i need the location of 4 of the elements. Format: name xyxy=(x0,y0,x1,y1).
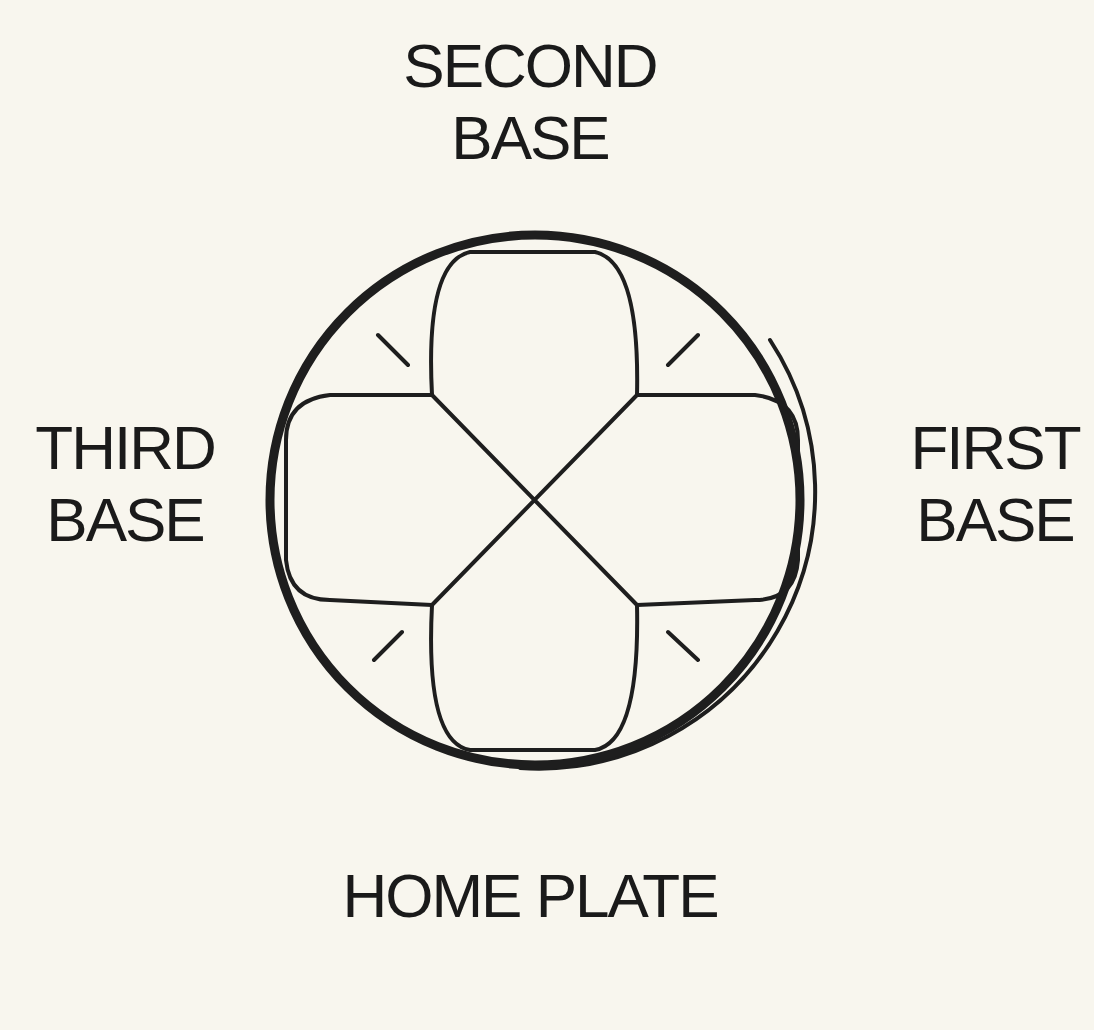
base-label: SECOND BASE xyxy=(402,30,658,174)
base-label: FIRST BASE xyxy=(909,412,1082,556)
base-label: THIRD BASE xyxy=(34,412,216,556)
base-label: HOME PLATE xyxy=(341,860,719,932)
